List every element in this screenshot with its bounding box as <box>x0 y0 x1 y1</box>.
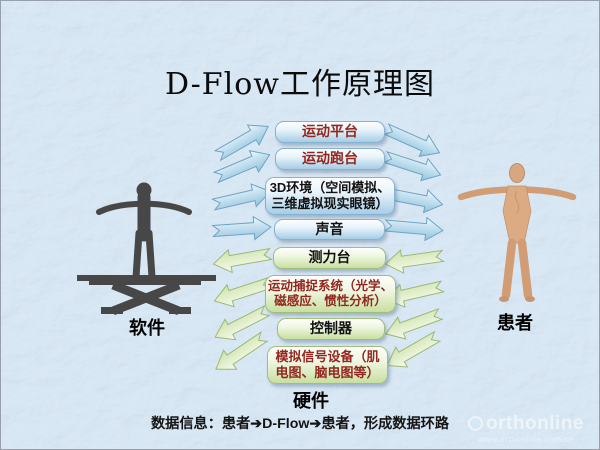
arrow-right-sound <box>383 213 445 243</box>
watermark-brand: orthonline <box>486 412 584 434</box>
software-label: 软件 <box>129 318 165 338</box>
flow-box-analog-signal-devices: 模拟信号设备（肌电图、脑电图等） <box>267 346 388 384</box>
slide-title: D-Flow工作原理图 <box>165 67 435 102</box>
arrow-left-force-plate <box>210 242 274 276</box>
arrow-left-motion-platform <box>211 116 275 166</box>
arrow-left-sound <box>211 215 273 243</box>
flow-box-motion-platform: 运动平台 <box>275 121 385 143</box>
patient-figure-icon <box>457 163 577 302</box>
flow-box-sound: 声音 <box>274 219 385 240</box>
arrow-left-analog-signal <box>209 326 271 380</box>
flow-box-force-plate: 测力台 <box>273 247 386 269</box>
arrow-right-analog-signal <box>380 326 444 376</box>
arrow-right-force-plate <box>383 244 445 276</box>
flow-box-treadmill: 运动跑台 <box>275 148 385 170</box>
arrow-left-3d-environment <box>210 179 274 217</box>
arrow-left-motion-capture <box>210 271 274 313</box>
flow-box-controller: 控制器 <box>277 318 385 340</box>
patient-label: 患者 <box>497 313 533 333</box>
hardware-label: 硬件 <box>293 391 329 411</box>
globe-icon <box>468 415 484 431</box>
flow-box-motion-capture: 运动捕捉系统（光学、磁感应、惯性分析） <box>265 275 396 313</box>
arrow-left-controller <box>209 300 273 348</box>
software-figure-icon <box>77 182 216 316</box>
watermark-url: www.orthonline.com.cn <box>478 433 574 444</box>
flow-box-3d-environment: 3D环境（空间模拟、三维虚拟现实眼镜） <box>265 177 395 215</box>
arrow-right-motion-platform <box>381 118 445 164</box>
watermark: orthonline www.orthonline.com.cn <box>457 414 595 444</box>
